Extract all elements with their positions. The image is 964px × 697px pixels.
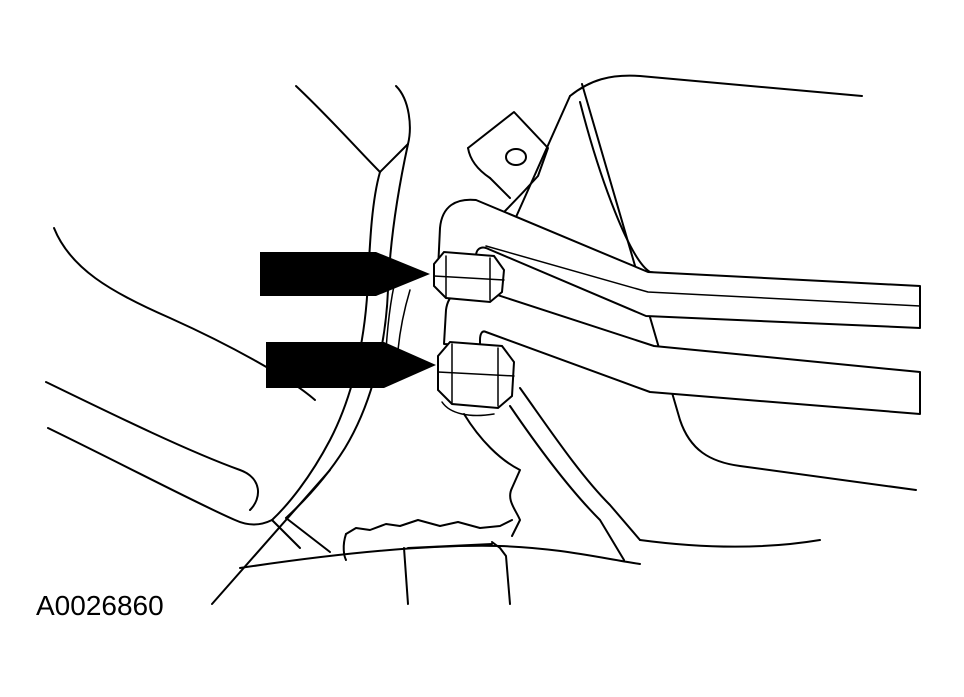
lower-fitting-nut <box>437 340 516 417</box>
callout-arrow-upper <box>260 252 430 296</box>
figure-id-label: A0026860 <box>36 590 164 621</box>
mounting-bracket <box>467 111 549 217</box>
lower-bracket <box>403 541 511 605</box>
callout-arrow-lower <box>266 342 436 388</box>
upper-fitting-nut <box>433 250 506 304</box>
right-module-housing <box>463 74 917 561</box>
